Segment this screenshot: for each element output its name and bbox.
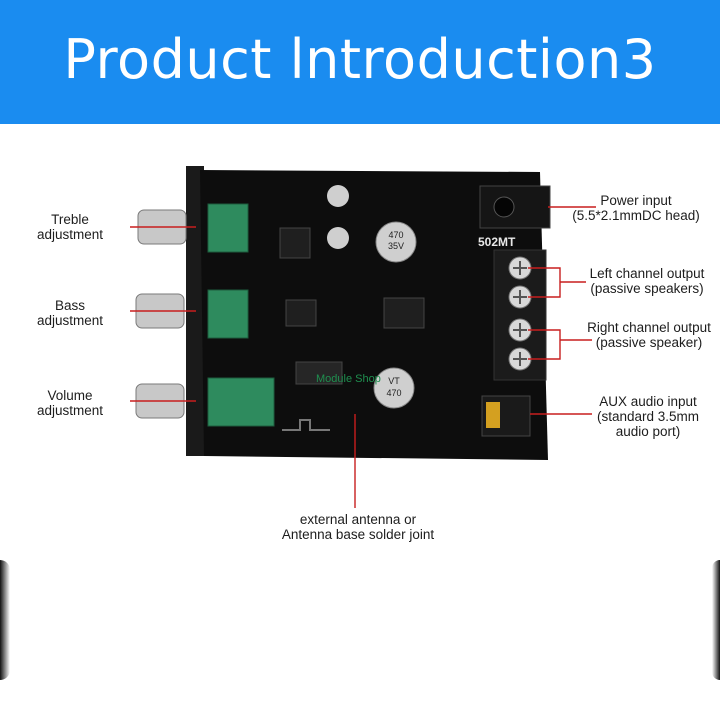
capacitor-small-2 bbox=[327, 227, 349, 249]
label-power: Power input(5.5*2.1mmDC head) bbox=[572, 193, 700, 223]
capacitor-small-1 bbox=[327, 185, 349, 207]
svg-text:VT: VT bbox=[388, 376, 400, 386]
ic-chip-1 bbox=[279, 227, 311, 259]
treble-pot bbox=[207, 203, 249, 253]
pointer-right bbox=[528, 329, 592, 360]
volume-pot bbox=[207, 377, 275, 427]
label-right-channel: Right channel output(passive speaker) bbox=[587, 320, 711, 350]
photo-edge-left bbox=[0, 560, 10, 680]
pointer-lines bbox=[130, 206, 596, 508]
watermark: Module Shop bbox=[316, 373, 381, 385]
page-title: Product lntroduction3 bbox=[63, 28, 657, 91]
capacitor-large-1: 470 35V bbox=[375, 221, 417, 263]
svg-text:470: 470 bbox=[386, 388, 401, 398]
pointer-left bbox=[528, 267, 586, 298]
capacitor-large-2: VT 470 bbox=[373, 367, 415, 409]
label-left-channel: Left channel output(passive speakers) bbox=[589, 266, 705, 296]
svg-text:470: 470 bbox=[388, 230, 403, 240]
ic-chip-main bbox=[295, 361, 343, 385]
svg-text:35V: 35V bbox=[388, 241, 404, 251]
bass-pot bbox=[207, 289, 249, 339]
photo-edge-right bbox=[712, 560, 720, 680]
title-banner: Product lntroduction3 bbox=[0, 0, 720, 124]
ic-chip-2 bbox=[285, 299, 317, 327]
ic-chip-3 bbox=[383, 297, 425, 329]
bt-antenna-trace bbox=[282, 419, 330, 431]
board-model-label: 502MT bbox=[478, 235, 516, 249]
dc-power-jack bbox=[479, 185, 551, 229]
